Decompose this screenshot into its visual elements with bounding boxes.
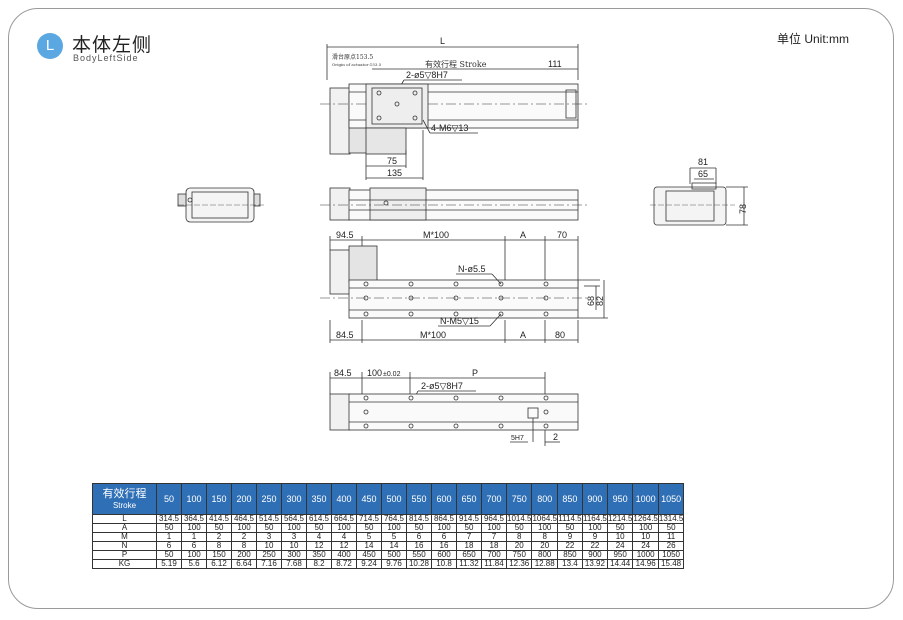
dim-81: 81 [698,157,708,167]
table-cell: 11.84 [481,559,507,569]
tolerance-base: 100 [367,368,382,378]
spec-table: 有效行程 Stroke 50 100 150 200 250 300 350 4… [92,483,685,569]
dim-p: P [472,368,478,378]
table-cell: 14.96 [632,559,659,569]
dim-80: 80 [555,330,565,340]
stroke-cell: 800 [531,483,558,515]
stroke-cell: 250 [256,483,282,515]
stroke-cell: 100 [181,483,207,515]
table-cell: 6.64 [231,559,257,569]
table-cell: 8.2 [306,559,332,569]
page-subtitle: BodyLeftSide [73,53,139,63]
table-cell: 14.44 [606,559,634,569]
table-cell: 9.76 [381,559,407,569]
pin-holes-label: 2-ø5▽8H7 [406,70,448,80]
dim-78: 78 [738,204,748,214]
plan-view: 94.5 M*100 A 70 N-ø5.5 68 82 [320,230,608,343]
stroke-cell: 550 [406,483,432,515]
stroke-cell: 150 [206,483,232,515]
dim-84-5-bottom: 84.5 [336,330,354,340]
dim-a-top: A [520,230,526,240]
stroke-cell: 1050 [657,483,685,515]
dim-135: 135 [387,168,402,178]
table-cell: 13.4 [556,559,583,569]
row-label: KG [92,559,157,569]
dim-2: 2 [553,432,558,442]
table-cell: 10.28 [406,559,432,569]
table-cell: 10.8 [431,559,457,569]
n-m5-label: N-M5▽15 [440,316,479,326]
stroke-cell: 450 [356,483,382,515]
table-cell: 5.19 [156,559,182,569]
stroke-cell: 1000 [632,483,659,515]
table-cell: 7.68 [281,559,307,569]
stroke-cell: 900 [581,483,608,515]
stroke-cell: 850 [556,483,583,515]
stroke-cell: 600 [431,483,457,515]
table-cell: 6.12 [206,559,232,569]
dim-70: 70 [557,230,567,240]
right-end-view: 81 65 78 [650,157,748,226]
tolerance-value: ±0.02 [383,371,401,378]
stroke-cell: 500 [381,483,407,515]
stroke-cell: 750 [505,483,533,515]
dim-68: 68 [586,296,596,306]
spec-header-row: 有效行程 Stroke 50 100 150 200 250 300 350 4… [92,483,685,515]
table-cell: 15.48 [657,559,685,569]
stroke-header: 有效行程 Stroke [92,483,157,515]
dim-75: 75 [387,156,397,166]
page-title: 本体左侧 [72,35,153,56]
dim-94-5: 94.5 [336,230,354,240]
dim-111: 111 [548,59,562,69]
page-frame [8,8,894,609]
table-cell: 7.16 [256,559,282,569]
side-badge-icon: L [37,33,63,59]
front-view [320,187,590,221]
stroke-cell: 350 [306,483,332,515]
dim-L: L [440,36,445,46]
dim-m100-top: M*100 [423,230,449,240]
dim-m100-bottom: M*100 [420,330,446,340]
lower-plan-view: 84.5 100 ±0.02 P 2-ø5▽8H7 5H7 2 [329,368,579,446]
dim-65: 65 [698,169,708,179]
m6-holes-label: 4-M6▽13 [431,123,468,133]
stroke-cell: 200 [231,483,257,515]
table-cell: 12.36 [505,559,533,569]
stroke-header-en: Stroke [112,500,137,510]
stroke-cell: 400 [331,483,357,515]
origin-cn-label: 滑台原点153.5 [332,53,373,61]
table-cell: 12.88 [531,559,558,569]
table-cell: 9.24 [356,559,382,569]
stroke-header-cn: 有效行程 [102,487,147,500]
n-holes-label: N-ø5.5 [458,264,486,274]
stroke-label: 有效行程 Stroke [425,59,487,69]
unit-label: 单位 Unit:mm [776,32,849,46]
stroke-cell: 950 [606,483,634,515]
stroke-cell: 50 [156,483,182,515]
table-cell: 11.32 [456,559,482,569]
left-end-view [177,187,265,223]
table-cell: 13.92 [581,559,608,569]
dim-84-5-lower: 84.5 [334,368,352,378]
stroke-cell: 650 [456,483,482,515]
dim-a-bottom: A [520,330,526,340]
table-cell: 5.6 [181,559,207,569]
dim-5h7: 5H7 [511,435,524,442]
stroke-cell: 300 [281,483,307,515]
origin-en-label: Origin of actuator:153.5 [332,62,382,67]
top-view: L 滑台原点153.5 Origin of actuator:153.5 有效行… [320,36,590,180]
technical-drawing: L 滑台原点153.5 Origin of actuator:153.5 有效行… [177,36,748,446]
pin-holes-lower-label: 2-ø5▽8H7 [421,381,463,391]
stroke-cell: 700 [481,483,507,515]
table-cell: 8.72 [331,559,357,569]
dim-82: 82 [595,296,605,306]
